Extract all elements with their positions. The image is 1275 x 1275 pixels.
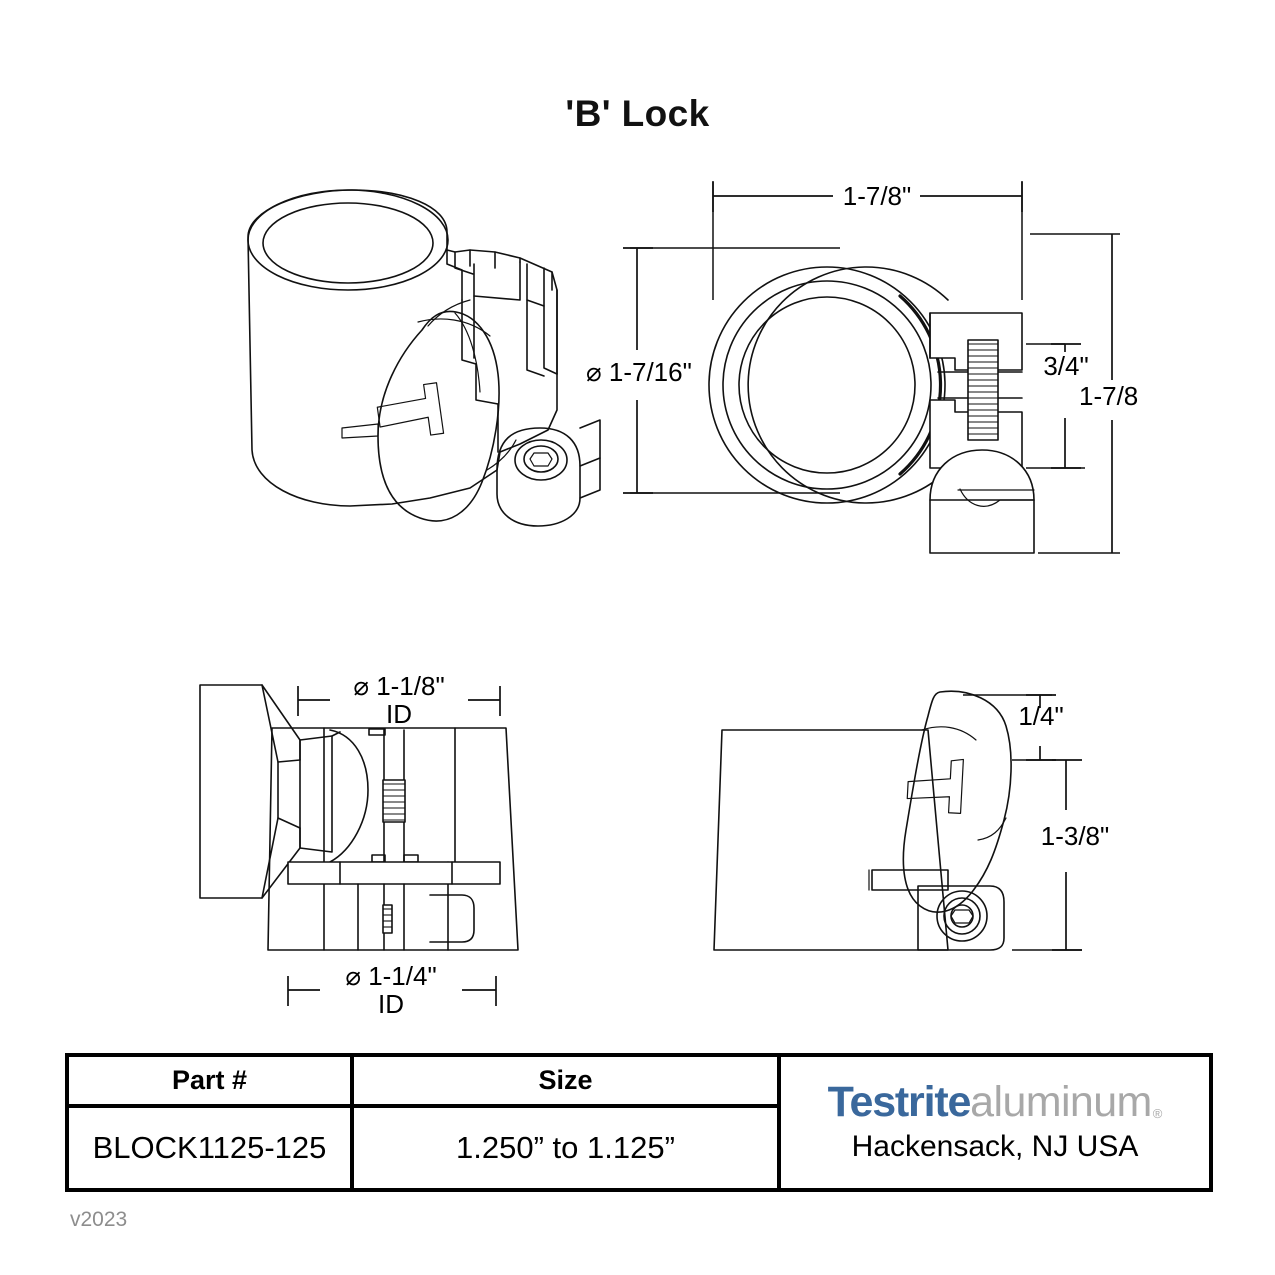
brand-logo: Testrite aluminum ® [828,1081,1163,1124]
part-number-value: BLOCK1125-125 [92,1130,327,1165]
dim-large-id [287,976,497,1006]
dim-label-top-width: 1-7/8" [842,181,912,211]
dim-label-large-id-sub: ID [378,989,404,1019]
front-section-view [199,684,519,1006]
table-header-row: Part # Size [69,1057,1209,1108]
table-header-part-label: Part # [171,1065,248,1095]
dim-label-large-id: ⌀ 1-1/4" [345,961,437,991]
isometric-view [247,189,601,527]
table-header-size-label: Size [538,1065,593,1095]
side-section-view [713,690,1082,951]
dim-label-handle-top: 1/4" [1018,701,1064,731]
dim-label-handle-height: 1-3/8" [1040,821,1110,851]
dim-handle-top [963,694,1056,761]
table-header-size: Size [354,1057,781,1108]
registered-trademark-icon: ® [1152,1106,1163,1121]
dim-label-screw-height: 3/4" [1043,351,1089,381]
dim-small-id [297,686,501,716]
dim-outer-diameter [623,247,840,494]
table-data-row: BLOCK1125-125 1.250” to 1.125” [69,1108,1209,1188]
document-version: v2023 [70,1208,128,1231]
table-cell-part-number: BLOCK1125-125 [69,1108,354,1188]
part-info-table: Part # Size BLOCK1125-125 1.250” to 1.12… [65,1053,1213,1192]
thread-hatch [968,343,998,435]
dim-overall-height [1030,233,1120,554]
dim-label-outer-diameter: ⌀ 1-7/16" [586,357,692,387]
top-section-view [623,181,1120,554]
dim-top-width [712,181,1023,300]
company-location: Hackensack, NJ USA [851,1130,1139,1163]
table-cell-size: 1.250” to 1.125” [354,1108,781,1188]
brand-logo-block: Testrite aluminum ® Hackensack, NJ USA [781,1057,1209,1188]
dim-handle-height [1012,759,1082,951]
dim-label-overall-height: 1-7/8 [1079,381,1139,411]
size-value: 1.250” to 1.125” [456,1130,675,1165]
dim-screw-height [1026,343,1085,469]
page-title: 'B' Lock [565,93,710,134]
table-header-part: Part # [69,1057,354,1108]
brand-name-primary: Testrite [827,1078,972,1126]
brand-name-secondary: aluminum [970,1078,1152,1126]
dim-label-small-id-sub: ID [386,699,412,729]
dim-label-small-id: ⌀ 1-1/8" [353,671,445,701]
